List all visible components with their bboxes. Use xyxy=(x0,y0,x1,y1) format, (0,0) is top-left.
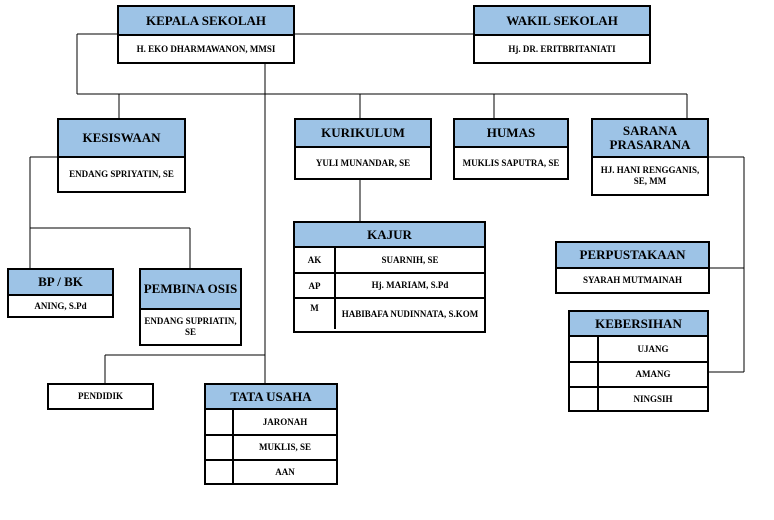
pendidik-box: PENDIDIK xyxy=(47,383,154,410)
sarana-prasarana-title: SARANA PRASARANA xyxy=(593,120,707,158)
pembina-osis-title: PEMBINA OSIS xyxy=(141,270,240,310)
pembina-osis-box: PEMBINA OSIS ENDANG SUPRIATIN, SE xyxy=(139,268,242,346)
tata-usaha-row: MUKLIS, SE xyxy=(206,434,336,459)
kesiswaan-box: KESISWAAN ENDANG SPRIYATIN, SE xyxy=(57,118,186,193)
kepala-sekolah-box: KEPALA SEKOLAH H. EKO DHARMAWANON, MMSI xyxy=(117,5,295,64)
humas-title: HUMAS xyxy=(455,120,567,148)
perpustakaan-box: PERPUSTAKAAN SYARAH MUTMAINAH xyxy=(555,241,710,294)
sarana-prasarana-box: SARANA PRASARANA HJ. HANI RENGGANIS, SE,… xyxy=(591,118,709,196)
tata-usaha-row: AAN xyxy=(206,459,336,483)
tata-usaha-box: TATA USAHA JARONAH MUKLIS, SE AAN xyxy=(204,383,338,485)
kebersihan-row: UJANG xyxy=(570,337,707,361)
kajur-box: KAJUR AK SUARNIH, SE AP Hj. MARIAM, S.Pd… xyxy=(293,221,486,333)
kebersihan-name: AMANG xyxy=(635,369,671,379)
kajur-code: AP xyxy=(295,274,336,297)
kurikulum-box: KURIKULUM YULI MUNANDAR, SE xyxy=(294,118,432,180)
bp-bk-name: ANING, S.Pd xyxy=(34,300,87,311)
kajur-name: SUARNIH, SE xyxy=(381,254,439,265)
kajur-row: AK SUARNIH, SE xyxy=(295,248,484,272)
kepala-sekolah-name: H. EKO DHARMAWANON, MMSI xyxy=(136,43,276,54)
kebersihan-name: NINGSIH xyxy=(633,393,673,404)
humas-box: HUMAS MUKLIS SAPUTRA, SE xyxy=(453,118,569,180)
tata-usaha-row: JARONAH xyxy=(206,410,336,434)
perpustakaan-name: SYARAH MUTMAINAH xyxy=(583,275,682,285)
tata-usaha-name: AAN xyxy=(275,466,295,477)
pembina-osis-name: ENDANG SUPRIATIN, SE xyxy=(144,316,237,337)
kebersihan-title: KEBERSIHAN xyxy=(570,312,707,337)
sarana-prasarana-name: HJ. HANI RENGGANIS, SE, MM xyxy=(600,165,700,186)
kajur-name: HABIBAFA NUDINNATA, S.KOM xyxy=(341,308,479,319)
kurikulum-name: YULI MUNANDAR, SE xyxy=(315,157,411,168)
tata-usaha-name: JARONAH xyxy=(262,416,308,427)
kebersihan-row: NINGSIH xyxy=(570,386,707,410)
kajur-name: Hj. MARIAM, S.Pd xyxy=(371,280,449,290)
humas-name: MUKLIS SAPUTRA, SE xyxy=(462,157,560,168)
kepala-sekolah-title: KEPALA SEKOLAH xyxy=(119,7,293,36)
kebersihan-box: KEBERSIHAN UJANG AMANG NINGSIH xyxy=(568,310,709,412)
bp-bk-box: BP / BK ANING, S.Pd xyxy=(7,268,114,318)
bp-bk-title: BP / BK xyxy=(9,270,112,296)
kesiswaan-title: KESISWAAN xyxy=(59,120,184,158)
kesiswaan-name: ENDANG SPRIYATIN, SE xyxy=(69,169,174,179)
kurikulum-title: KURIKULUM xyxy=(296,120,430,148)
tata-usaha-name: MUKLIS, SE xyxy=(258,442,311,452)
perpustakaan-title: PERPUSTAKAAN xyxy=(557,243,708,269)
pendidik-label: PENDIDIK xyxy=(77,391,123,401)
kajur-title: KAJUR xyxy=(295,223,484,248)
wakil-sekolah-name: Hj. DR. ERITBRITANIATI xyxy=(508,43,616,54)
kajur-code: M xyxy=(295,299,336,329)
kebersihan-row: AMANG xyxy=(570,361,707,386)
kebersihan-name: UJANG xyxy=(637,343,669,354)
kajur-row: M HABIBAFA NUDINNATA, S.KOM xyxy=(295,297,484,329)
kajur-row: AP Hj. MARIAM, S.Pd xyxy=(295,272,484,297)
wakil-sekolah-title: WAKIL SEKOLAH xyxy=(475,7,649,36)
kajur-code: AK xyxy=(295,248,336,272)
wakil-sekolah-box: WAKIL SEKOLAH Hj. DR. ERITBRITANIATI xyxy=(473,5,651,64)
tata-usaha-title: TATA USAHA xyxy=(206,385,336,410)
